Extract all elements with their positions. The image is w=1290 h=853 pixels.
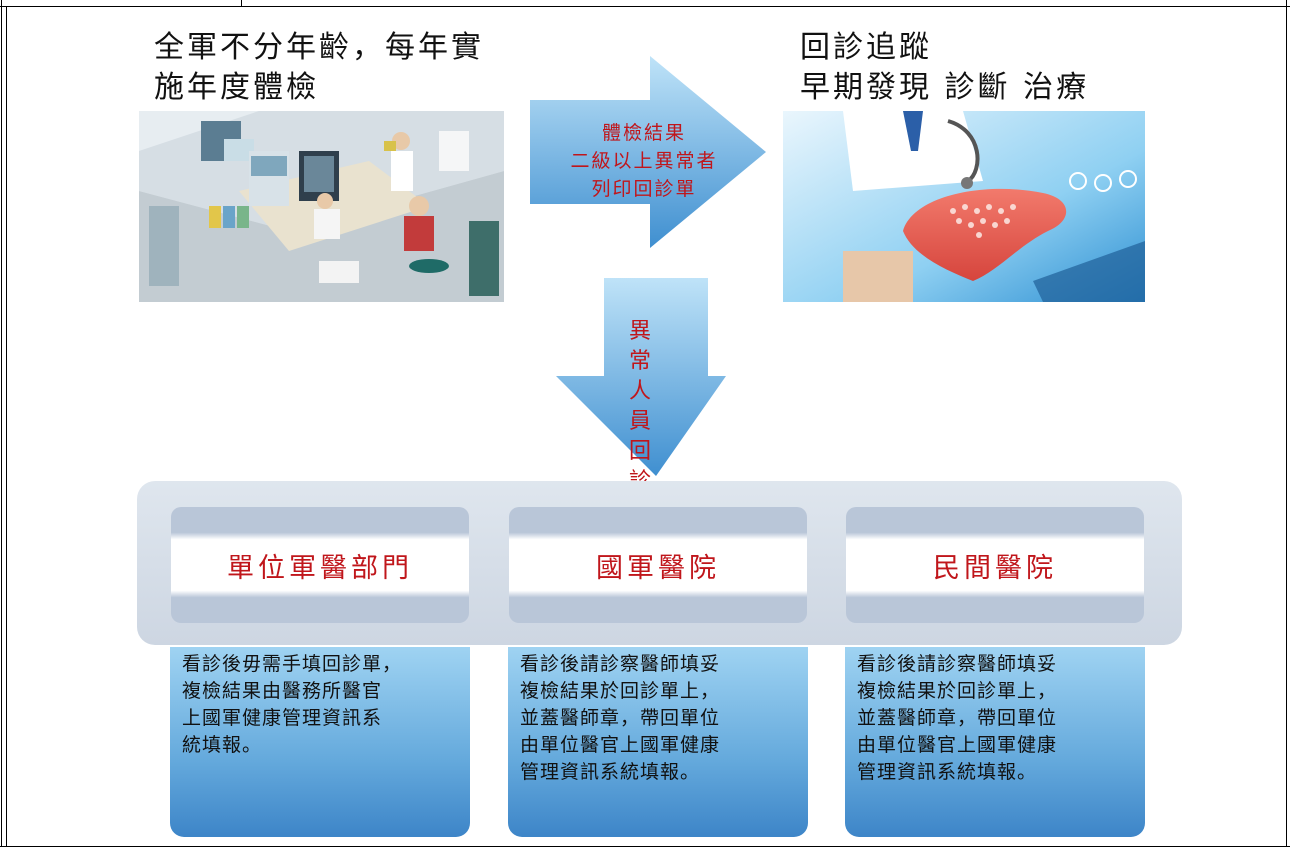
- right-arrow-shape: [530, 56, 766, 248]
- doctor-liver-illustration-art: [783, 111, 1145, 302]
- frame-column-divider: [241, 0, 242, 7]
- destination-card-civilian-hospital: 民間醫院: [846, 507, 1144, 623]
- annual-exam-caption: 全軍不分年齡，每年實 施年度體檢: [154, 30, 484, 105]
- frame-left-inner-border: [6, 6, 7, 847]
- frame-top-line: [0, 6, 1290, 7]
- follow-up-caption: 回診追蹤 早期發現 診斷 治療: [800, 30, 1090, 105]
- destination-card-unit-medical: 單位軍醫部門: [171, 507, 469, 623]
- destination-label: 單位軍醫部門: [227, 552, 413, 584]
- destination-note: 看診後毋需手填回診單， 複檢結果由醫務所醫官 上國軍健康管理資訊系 統填報。: [170, 647, 470, 837]
- destination-note: 看診後請診察醫師填妥 複檢結果於回診單上， 並蓋醫師章，帶回單位 由單位醫官上國…: [508, 647, 808, 837]
- destination-label: 民間醫院: [933, 552, 1057, 584]
- clinic-illustration-art: [139, 111, 504, 302]
- frame-bottom-line: [0, 846, 1290, 847]
- doctor-liver-illustration: [783, 111, 1145, 302]
- clinic-illustration: [139, 111, 504, 302]
- destination-card-military-hospital: 國軍醫院: [509, 507, 807, 623]
- right-arrow-label: 體檢結果 二級以上異常者 列印回診單: [570, 122, 718, 200]
- down-arrow-shape: [556, 278, 726, 476]
- destination-label: 國軍醫院: [596, 552, 720, 584]
- frame-right-border: [1286, 0, 1287, 847]
- frame-left-border: [1, 0, 2, 847]
- destination-note: 看診後請診察醫師填妥 複檢結果於回診單上， 並蓋醫師章，帶回單位 由單位醫官上國…: [845, 647, 1145, 837]
